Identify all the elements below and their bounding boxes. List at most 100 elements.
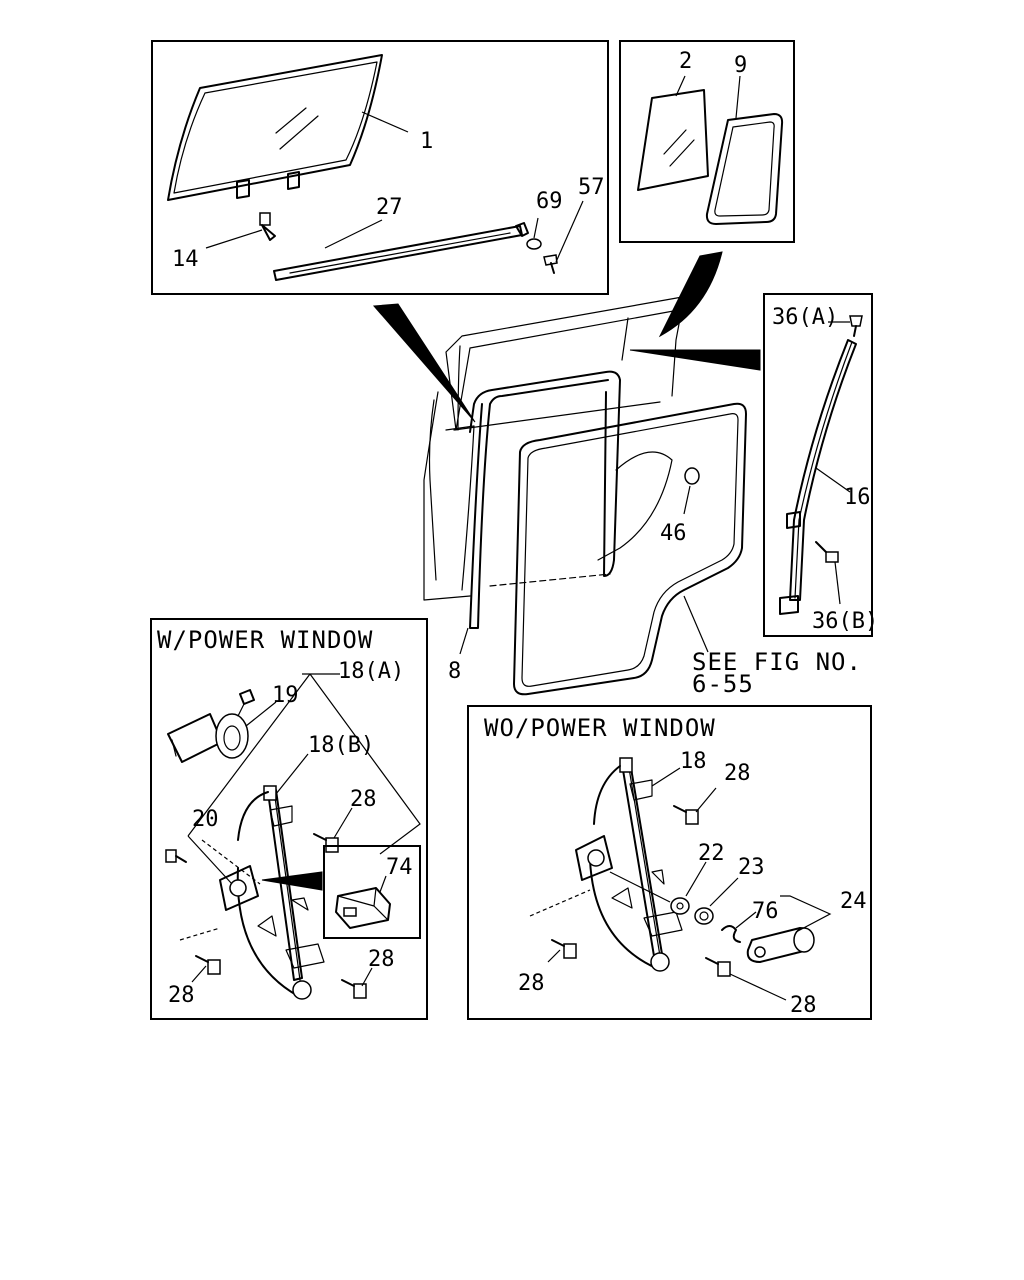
callout-27: 27 bbox=[376, 195, 403, 220]
leader-line bbox=[683, 595, 709, 653]
leader-line bbox=[324, 219, 383, 249]
callout-28-pw-2: 28 bbox=[168, 983, 195, 1008]
leader-line bbox=[245, 701, 277, 727]
quarter-glass-panel-frame bbox=[619, 40, 795, 243]
callout-18: 18 bbox=[680, 749, 707, 774]
power-window-panel: W/POWER WINDOW 19 18(A) 18(B) bbox=[150, 618, 428, 1020]
manual-window-title: WO/POWER WINDOW bbox=[484, 714, 716, 742]
channel-bracket bbox=[786, 511, 801, 529]
power-window-panel-frame bbox=[150, 618, 428, 1020]
glass-reflection bbox=[663, 129, 687, 155]
callout-16: 16 bbox=[844, 485, 871, 510]
leader-line bbox=[275, 753, 309, 795]
manual-regulator bbox=[575, 757, 683, 972]
plug-46-icon bbox=[684, 467, 700, 485]
callout-46: 46 bbox=[660, 521, 687, 546]
glass-reflection bbox=[669, 139, 695, 167]
leader-line bbox=[683, 485, 691, 515]
door-frame-pillar bbox=[457, 345, 461, 431]
pointer-wedge bbox=[261, 871, 323, 891]
door-cutout bbox=[597, 451, 673, 561]
door-assembly: 46 8 SEE FIG NO. 6-55 bbox=[261, 251, 862, 891]
vent-channel-panel-frame bbox=[763, 293, 873, 637]
leader-line bbox=[695, 787, 717, 813]
callout-36b: 36(B) bbox=[812, 609, 878, 634]
leader-line bbox=[609, 871, 671, 903]
door-center-pillar bbox=[621, 317, 629, 361]
manual-window-panel-frame bbox=[467, 705, 872, 1020]
screw-36a-icon bbox=[849, 315, 863, 337]
door-glass bbox=[167, 54, 383, 201]
window-motor-icon bbox=[167, 689, 255, 763]
door-rear-pillar bbox=[671, 307, 683, 397]
channel-bracket bbox=[779, 595, 799, 615]
leader-line bbox=[361, 967, 373, 987]
bolt-28-icon bbox=[341, 979, 367, 999]
callout-28-m-2: 28 bbox=[518, 971, 545, 996]
glass-reflection bbox=[279, 115, 319, 150]
callout-24: 24 bbox=[840, 889, 867, 914]
callout-28-pw-1: 28 bbox=[350, 787, 377, 812]
power-regulator bbox=[219, 785, 325, 1000]
door-dashed bbox=[489, 573, 611, 587]
callout-76: 76 bbox=[752, 899, 779, 924]
door-beltline bbox=[453, 401, 661, 431]
screw-57-icon bbox=[543, 254, 558, 274]
quarter-glass bbox=[637, 89, 709, 191]
quarter-glass-panel: 2 9 bbox=[619, 40, 795, 243]
quarter-glass-seal-inner bbox=[714, 121, 775, 217]
callout-18b: 18(B) bbox=[308, 733, 374, 758]
leader-line bbox=[685, 861, 707, 897]
glass-run-8-inner bbox=[469, 379, 609, 629]
callout-1: 1 bbox=[420, 129, 433, 154]
see-fig-reference: SEE FIG NO. bbox=[692, 648, 862, 676]
leader-line bbox=[815, 467, 851, 493]
quarter-glass-seal bbox=[705, 113, 784, 225]
glass-panel: 1 14 27 69 57 bbox=[151, 40, 609, 295]
leader-line bbox=[834, 561, 841, 605]
pointer-wedge bbox=[658, 251, 723, 338]
leader-line bbox=[191, 965, 207, 983]
bolt-28-icon bbox=[551, 939, 577, 959]
bolt-28-icon bbox=[705, 957, 731, 977]
callout-36a: 36(A) bbox=[772, 305, 838, 330]
callout-23: 23 bbox=[738, 855, 765, 880]
glass-clip bbox=[236, 179, 250, 199]
leader-line bbox=[309, 673, 421, 855]
glass-reflection bbox=[275, 107, 307, 134]
division-channel-inner bbox=[794, 341, 853, 599]
division-channel bbox=[789, 339, 857, 601]
door-frame-top bbox=[445, 295, 691, 431]
screw-20-icon bbox=[165, 849, 187, 863]
leader-line bbox=[709, 877, 739, 907]
bolt-28-icon bbox=[195, 955, 221, 975]
callout-28-m-1: 28 bbox=[724, 761, 751, 786]
leader-line bbox=[201, 839, 261, 885]
leader-line bbox=[729, 973, 787, 1001]
callout-8: 8 bbox=[448, 659, 461, 684]
leader-line bbox=[675, 75, 686, 97]
leader-line bbox=[533, 217, 539, 239]
leader-line bbox=[529, 889, 591, 917]
spring-washer-23-icon bbox=[694, 907, 714, 925]
spring-washer-23-hole bbox=[699, 911, 709, 921]
power-window-title: W/POWER WINDOW bbox=[157, 626, 373, 654]
handle-clip-76-icon bbox=[721, 925, 741, 943]
door-weatherstrip bbox=[513, 402, 747, 696]
window-switch-icon bbox=[335, 887, 391, 929]
channel-end-bracket bbox=[515, 222, 529, 237]
bolt-28-icon bbox=[673, 805, 699, 825]
door-inner-edge bbox=[445, 425, 475, 591]
manual-window-panel: WO/POWER WINDOW 18 28 22 bbox=[467, 705, 872, 1020]
pointer-wedge bbox=[372, 303, 476, 423]
callout-69: 69 bbox=[536, 189, 563, 214]
leader-line bbox=[735, 911, 757, 929]
leader-line bbox=[459, 627, 469, 655]
leader-line bbox=[651, 767, 681, 787]
door-panel-crease bbox=[428, 399, 437, 581]
callout-14: 14 bbox=[172, 247, 199, 272]
callout-9: 9 bbox=[734, 53, 747, 78]
leader-line bbox=[179, 927, 221, 941]
glass-clip bbox=[287, 171, 300, 190]
